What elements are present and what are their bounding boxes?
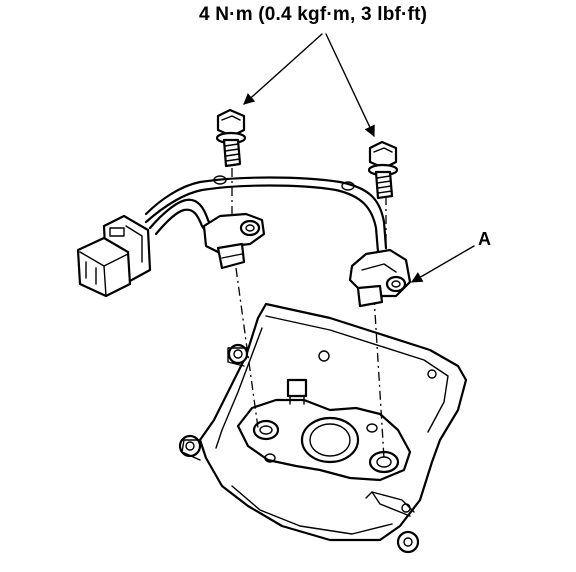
callout-a-arrow: [411, 245, 475, 283]
wiring-harness: [144, 175, 388, 254]
bolt-right: [367, 140, 399, 200]
sensor-left: [202, 212, 266, 270]
connector: [76, 214, 152, 298]
torque-spec-label: 4 N·m (0.4 kgf·m, 3 lbf·ft): [199, 4, 428, 25]
cover-plate: [178, 302, 468, 554]
callout-a-label: A: [478, 229, 491, 249]
sensor-right-a: [348, 248, 412, 308]
bolt-left: [215, 108, 247, 168]
torque-leader-arrows: [243, 33, 375, 138]
